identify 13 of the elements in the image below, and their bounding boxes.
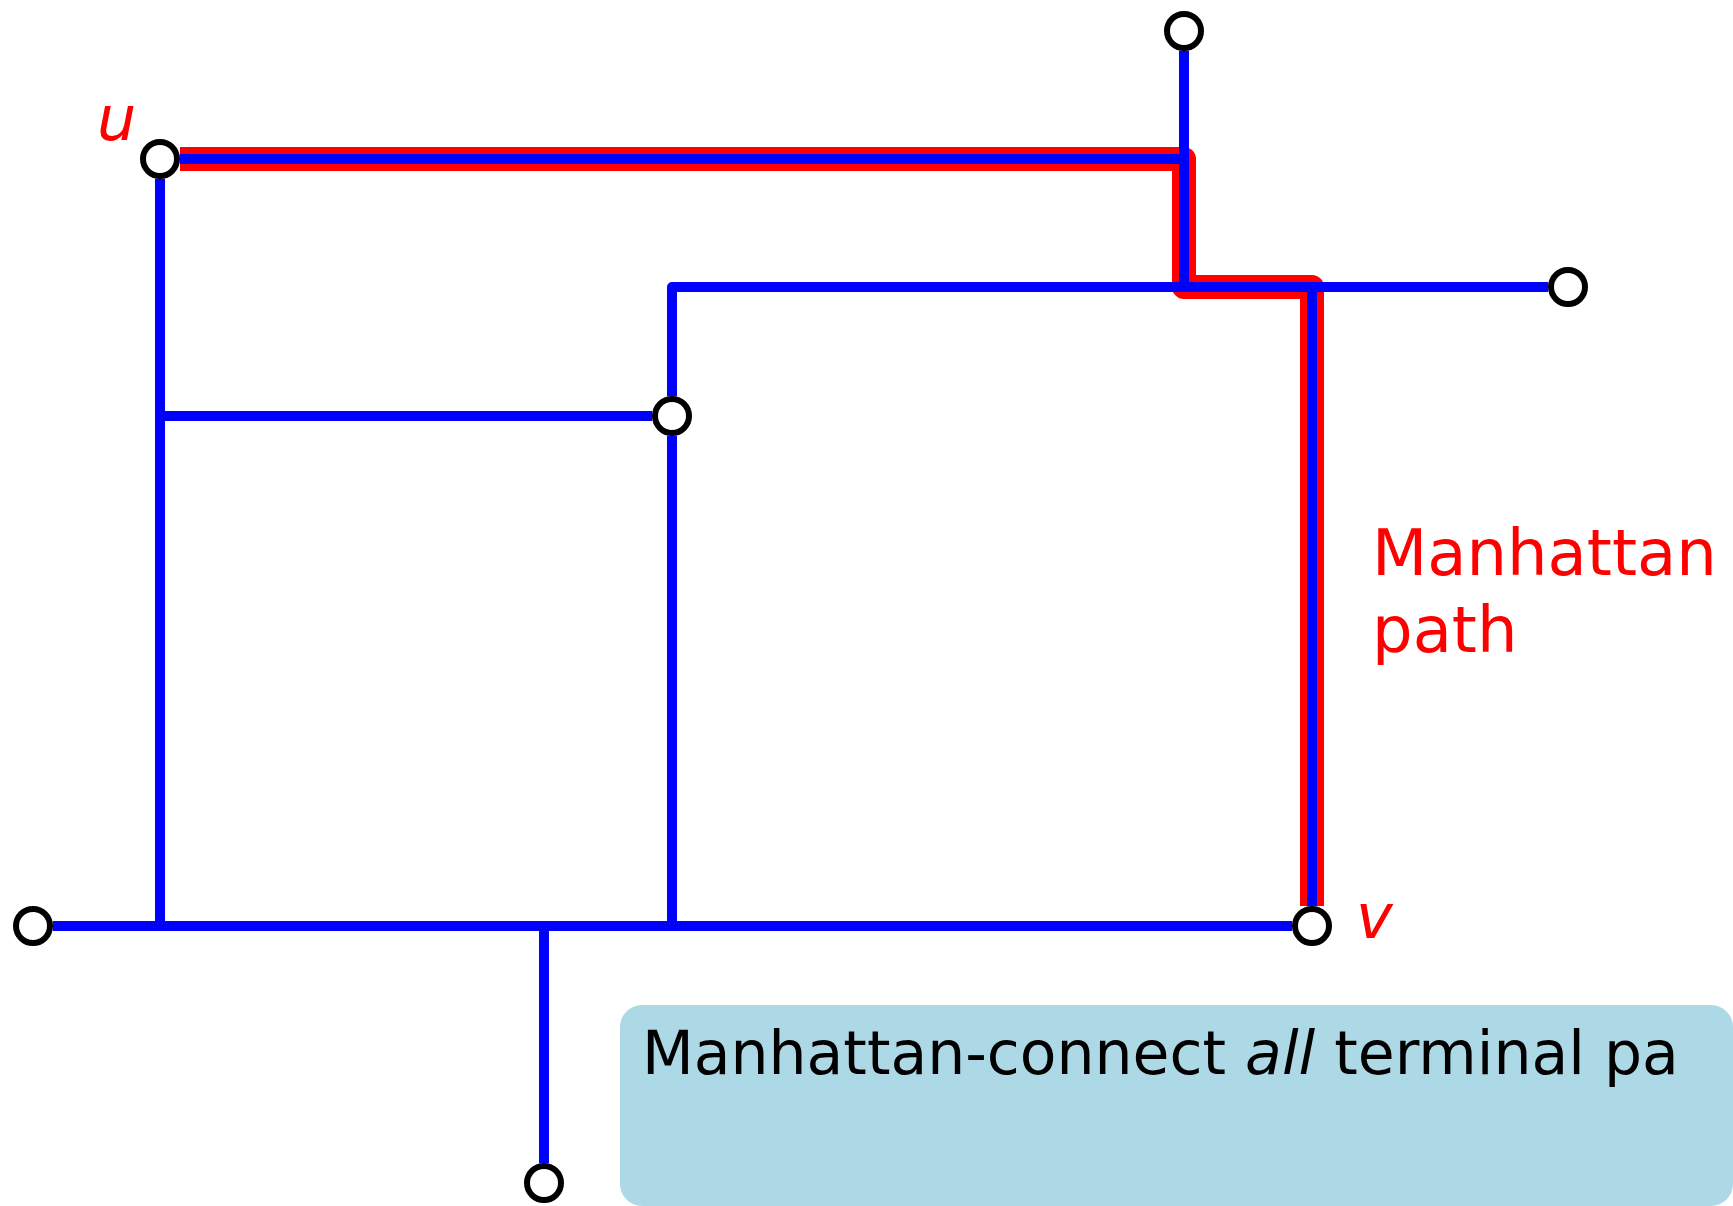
- terminal-circle: [524, 1163, 564, 1203]
- terminal-circle: [1548, 267, 1588, 307]
- terminal-circle: [1164, 11, 1204, 51]
- terminal-circle: [652, 396, 692, 436]
- terminal-circle: [13, 906, 53, 946]
- note-text: Manhattan-connect all terminal pa: [642, 1017, 1679, 1089]
- highlighted-path-line: [180, 147, 1324, 906]
- terminal-circle: [140, 139, 180, 179]
- terminal-label: u: [97, 82, 137, 157]
- note-box: [620, 1005, 1733, 1206]
- path-annotation: Manhattan path: [1372, 515, 1712, 669]
- terminal-label: v: [1356, 880, 1393, 955]
- terminal-circle: [1292, 906, 1332, 946]
